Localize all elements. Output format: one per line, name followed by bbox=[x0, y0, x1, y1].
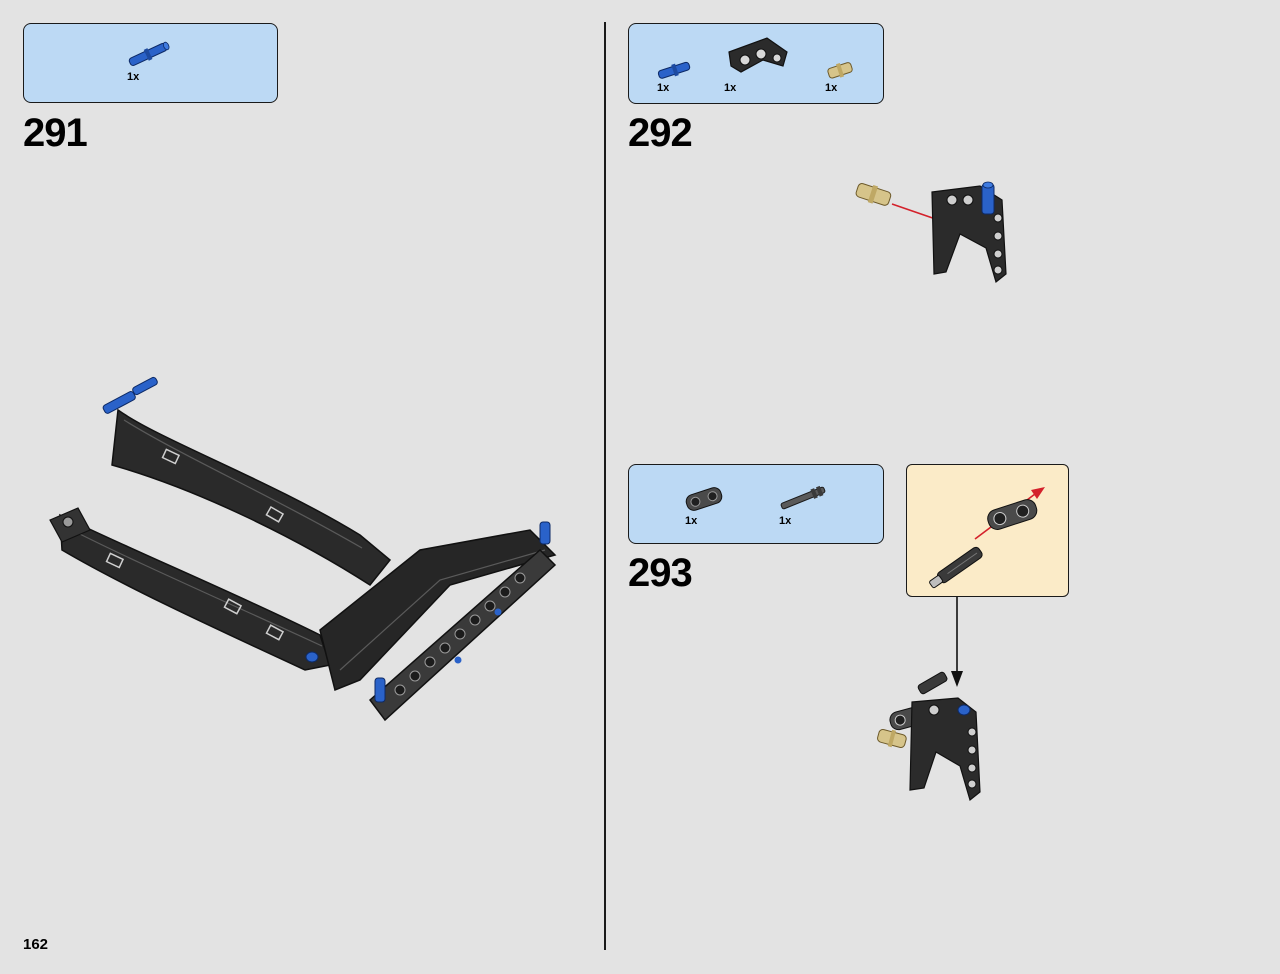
blue-axle-pin-icon bbox=[128, 41, 170, 67]
step-293-part-2-qty: 1x bbox=[779, 515, 792, 527]
step-291-parts-callout: 1x bbox=[23, 23, 278, 103]
step-291-number: 291 bbox=[23, 111, 88, 155]
tan-pin-icon bbox=[827, 62, 853, 79]
down-arrow-icon bbox=[951, 597, 963, 687]
step-291-part-1-qty: 1x bbox=[127, 71, 140, 83]
step-292-parts-callout: 1x 1x 1x bbox=[628, 23, 884, 104]
page-divider bbox=[604, 22, 606, 950]
gray-axle-icon bbox=[780, 485, 826, 510]
step-293-number: 293 bbox=[628, 551, 693, 595]
step-292-part-1-qty: 1x bbox=[657, 82, 670, 94]
step-293-subassembly-callout bbox=[906, 464, 1069, 597]
step-292-number: 292 bbox=[628, 111, 693, 155]
blue-axle-pin-icon bbox=[657, 61, 691, 79]
step-292-part-3-qty: 1x bbox=[825, 82, 838, 94]
subassembly-diagram bbox=[929, 487, 1045, 589]
step-292-assembly bbox=[855, 181, 1007, 284]
page-number: 162 bbox=[23, 936, 49, 953]
dark-cross-block-icon bbox=[685, 487, 723, 511]
step-292-part-2-qty: 1x bbox=[724, 82, 737, 94]
step-293-parts-callout: 1x 1x bbox=[628, 464, 884, 544]
black-angled-beam-icon bbox=[728, 37, 788, 73]
step-291-model bbox=[49, 376, 557, 722]
step-293-part-1-qty: 1x bbox=[685, 515, 698, 527]
step-293-assembly bbox=[877, 671, 981, 802]
